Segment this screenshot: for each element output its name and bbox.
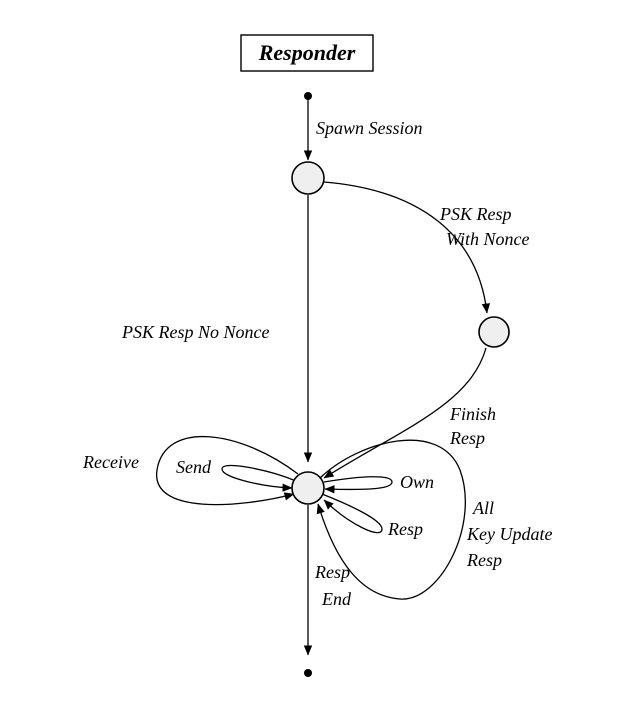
- diagram-title: Responder: [258, 40, 356, 65]
- label-receive: Receive: [82, 452, 139, 472]
- state-with-nonce: [478, 316, 510, 348]
- label-all-key-update-resp-line3: Resp: [466, 550, 502, 570]
- label-psk-resp-with-nonce-line1: PSK Resp: [439, 204, 512, 224]
- edge-send: [221, 464, 297, 492]
- label-send: Send: [176, 457, 212, 477]
- edge-resp: [321, 493, 383, 534]
- title-box: [240, 34, 374, 72]
- end-point: [304, 669, 312, 677]
- edge-own: [323, 476, 393, 494]
- label-all-key-update-resp-line1: All: [472, 498, 494, 518]
- label-spawn-session: Spawn Session: [316, 118, 423, 138]
- start-point: [304, 92, 312, 100]
- label-all-key-update-resp-line2: Key Update: [466, 524, 552, 544]
- edge-all-key-update-resp: [316, 439, 466, 600]
- label-own: Own: [400, 472, 434, 492]
- label-finish-resp-line2: Resp: [449, 428, 485, 448]
- label-resp-end-line1: Resp: [314, 562, 350, 582]
- edge-finish-resp: [323, 347, 487, 479]
- label-finish-resp-line1: Finish: [449, 404, 496, 424]
- label-psk-resp-no-nonce: PSK Resp No Nonce: [121, 322, 269, 342]
- label-resp-end-line2: End: [321, 589, 352, 609]
- label-resp: Resp: [387, 519, 423, 539]
- state-initial: [291, 161, 325, 195]
- edge-psk-resp-with-nonce: [323, 181, 491, 314]
- state-established: [291, 471, 325, 505]
- edge-receive: [156, 435, 299, 506]
- label-psk-resp-with-nonce-line2: With Nonce: [446, 229, 530, 249]
